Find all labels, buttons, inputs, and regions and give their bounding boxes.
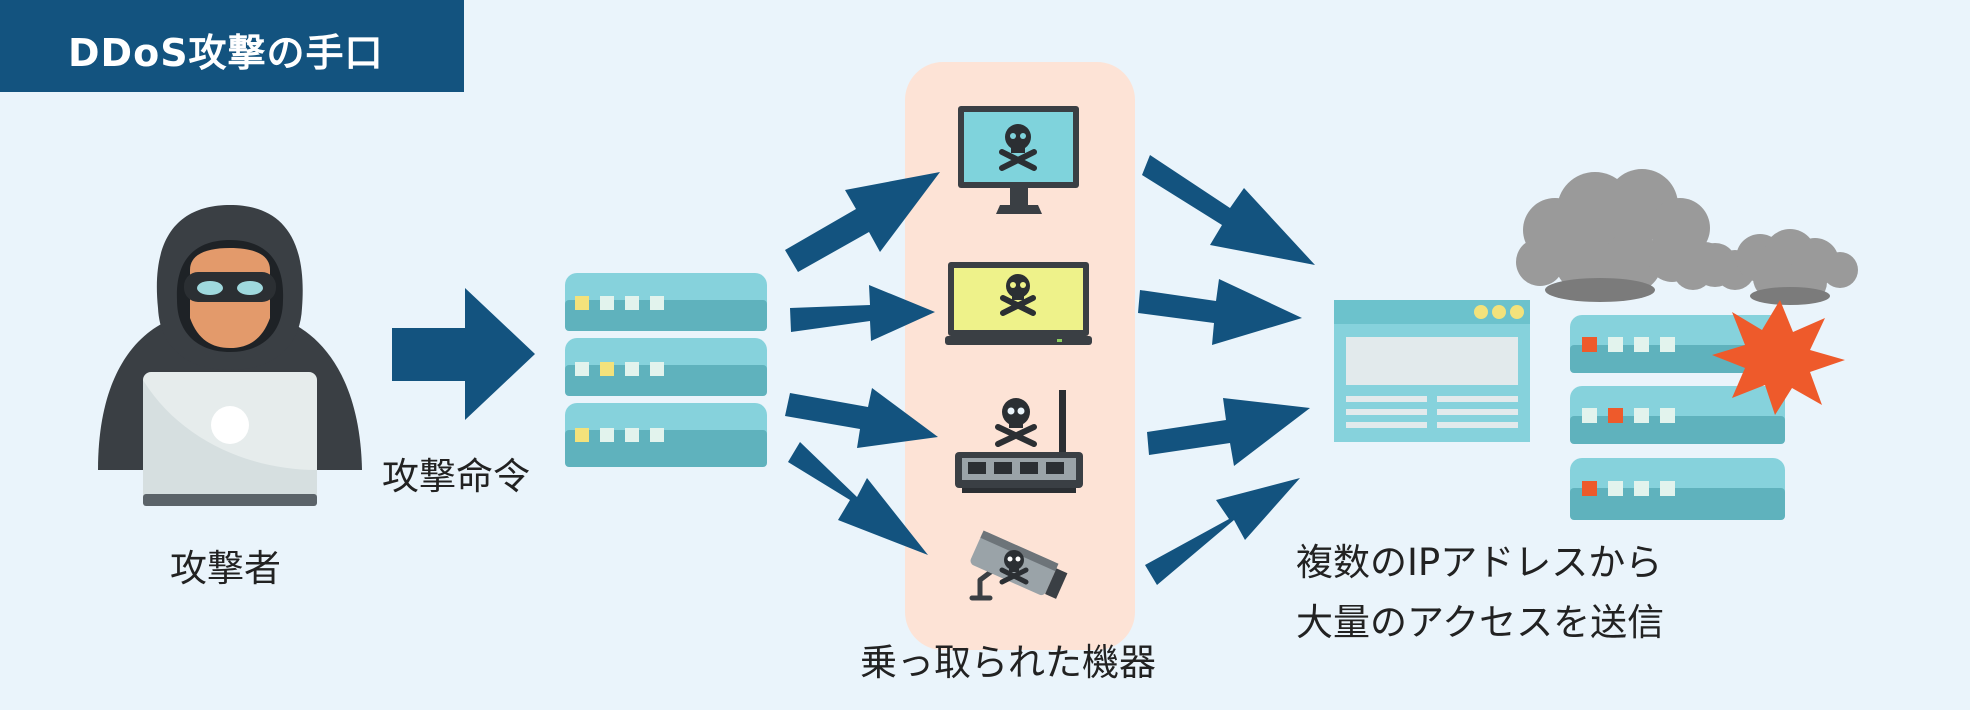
command-server-icon (565, 273, 767, 467)
arrow-to-router (785, 388, 938, 448)
command-label: 攻撃命令 (382, 455, 530, 498)
arrow-camera-to-target (1145, 478, 1300, 585)
monitor-skull-icon (958, 106, 1079, 214)
title-bar: DDoS攻撃の手口 (0, 0, 464, 92)
sending-label-line1: 複数のIPアドレスから (1296, 541, 1663, 584)
arrows-to-target (1138, 155, 1315, 585)
arrows-to-devices (785, 172, 940, 555)
command-arrow (392, 288, 535, 420)
explosion-icon (1712, 300, 1845, 415)
arrow-to-monitor (785, 172, 940, 272)
smoke-shadow (1545, 278, 1830, 305)
laptop-skull-icon (945, 262, 1092, 345)
hijacked-devices-label: 乗っ取られた機器 (860, 641, 1156, 684)
arrow-monitor-to-target (1142, 155, 1315, 265)
attacker-label: 攻撃者 (170, 547, 281, 590)
arrow-to-camera (788, 442, 928, 555)
router-skull-icon (955, 390, 1083, 493)
damaged-server-icon (1570, 315, 1785, 520)
hijacked-devices-panel (905, 62, 1135, 650)
hooded-hacker-icon (98, 205, 362, 506)
arrow-laptop-to-target (1138, 279, 1302, 345)
arrow-router-to-target (1147, 398, 1310, 466)
browser-window-icon (1334, 300, 1530, 442)
page-title: DDoS攻撃の手口 (68, 31, 384, 75)
smoke-cloud-icon (1516, 169, 1858, 304)
arrow-to-laptop (790, 285, 935, 341)
camera-skull-icon (969, 530, 1068, 601)
sending-label-line2: 大量のアクセスを送信 (1296, 601, 1665, 644)
